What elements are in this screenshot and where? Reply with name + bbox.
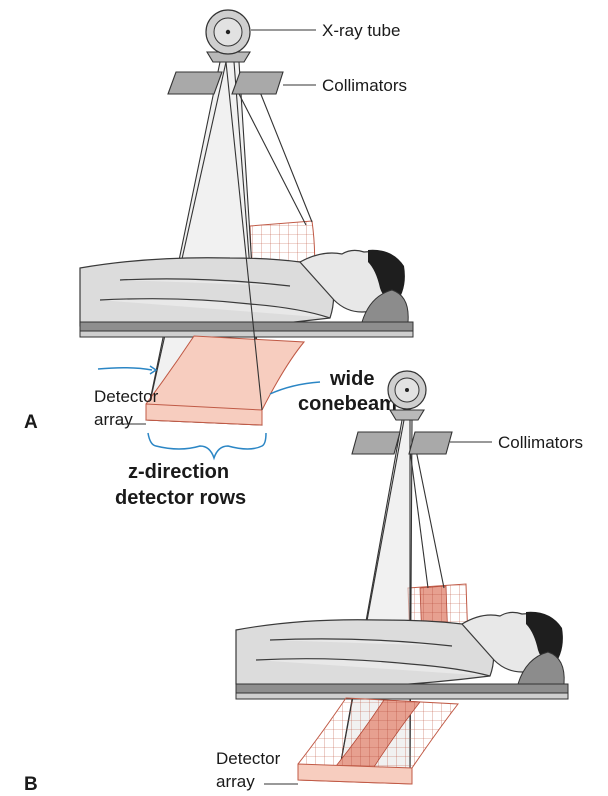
panel-b-collimators-label: Collimators [498, 433, 583, 452]
xray-tube-label: X-ray tube [322, 21, 400, 40]
panel-a-detector-array [145, 335, 306, 426]
panel-a-table [79, 321, 414, 338]
panel-b-collimators [351, 431, 453, 455]
panel-b-detector-label-1: Detector [216, 749, 281, 768]
panel-a-collimators [167, 71, 284, 95]
panel-a-detector-label-2: array [94, 410, 133, 429]
rows-label-1: z-direction [128, 461, 229, 483]
conebeam-label-2: conebeam [298, 393, 397, 415]
panel-a-detector-label-1: Detector [94, 387, 159, 406]
panel-b-table [235, 683, 569, 700]
panel-b-letter: B [24, 774, 38, 795]
panel-b-detector-array [297, 697, 459, 785]
panel-b-patient [235, 611, 565, 689]
panel-a-letter: A [24, 412, 38, 433]
panel-a-collimators-label: Collimators [322, 76, 407, 95]
panel-a-xray-tube [205, 9, 251, 63]
conebeam-label-1: wide [329, 368, 374, 390]
panel-b: Collimators Detector array B [24, 370, 583, 795]
panel-b-xray-tube [387, 370, 427, 421]
panel-a-patient [79, 249, 409, 331]
panel-b-detector-label-2: array [216, 772, 255, 791]
panel-a: X-ray tube Collimators [24, 9, 414, 509]
rows-label-2: detector rows [115, 487, 246, 509]
